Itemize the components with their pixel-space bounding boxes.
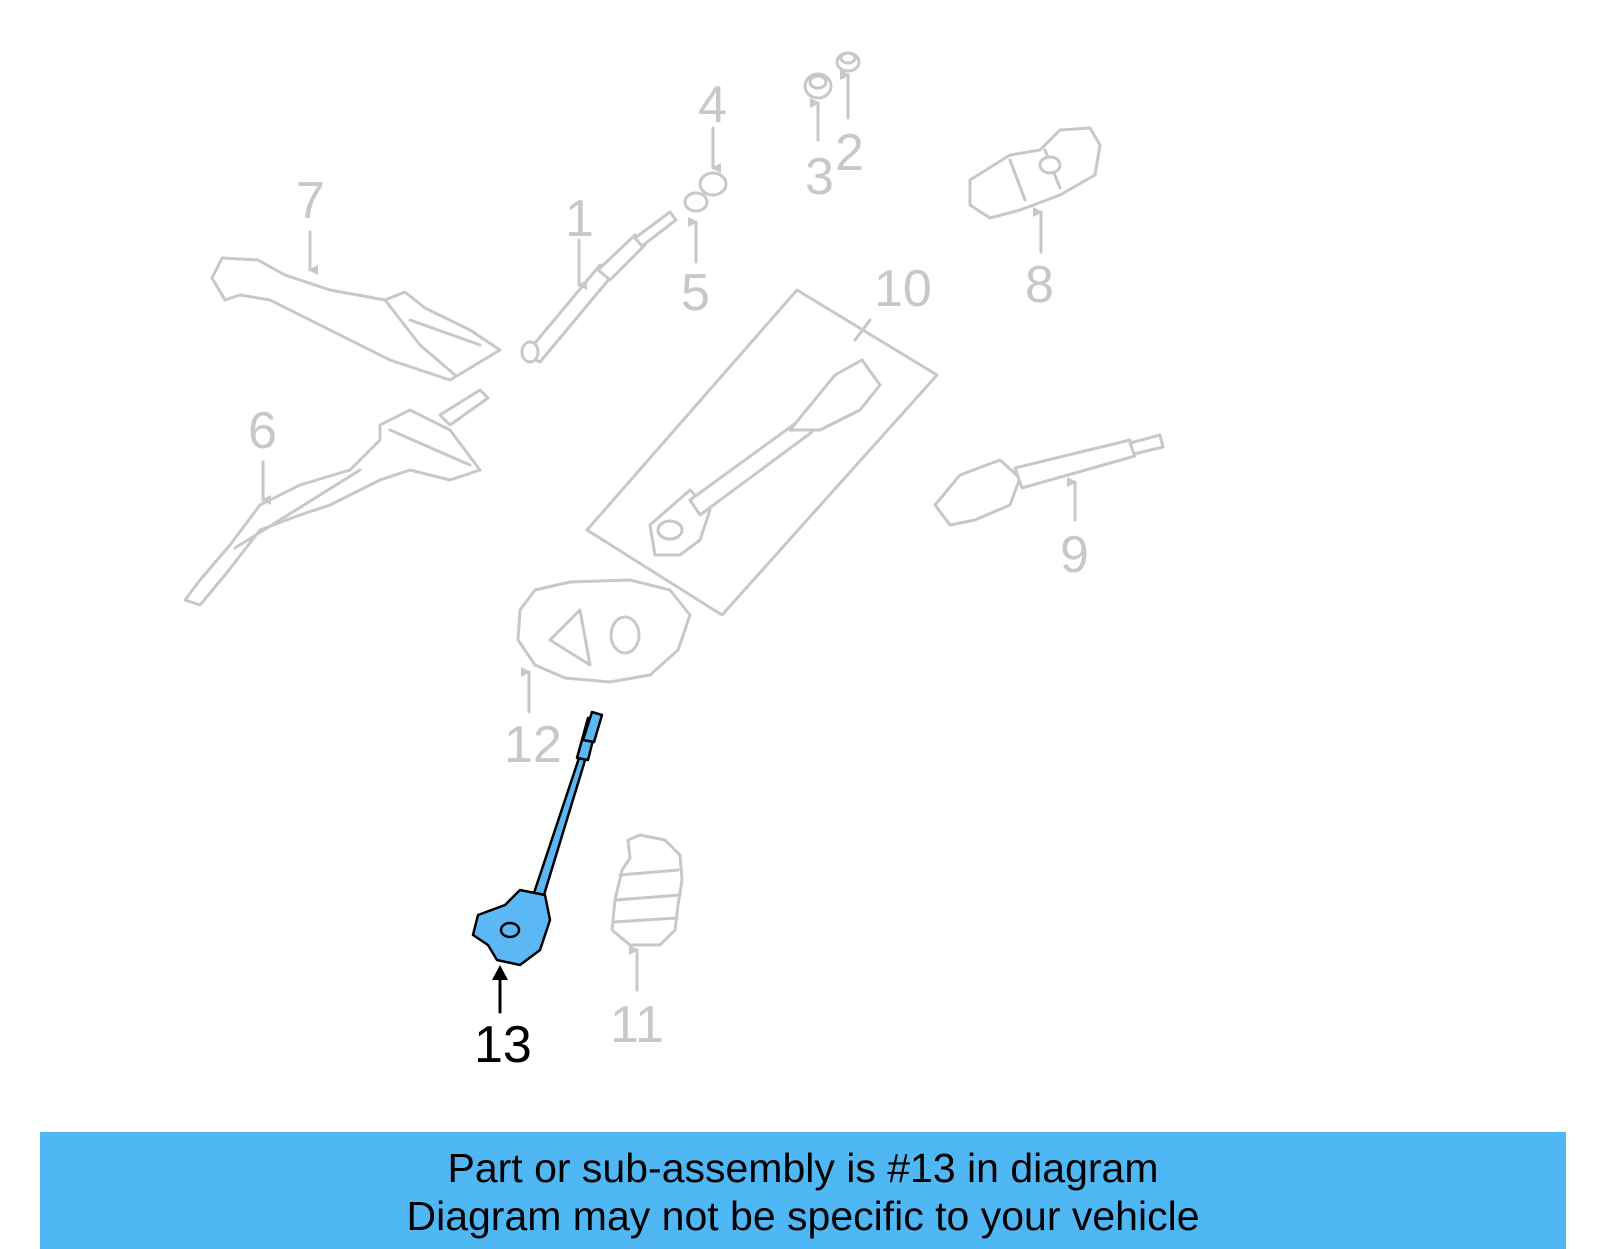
part-10-assembly	[585, 288, 939, 617]
callout-2: 2	[835, 124, 864, 182]
callout-11: 11	[610, 996, 664, 1054]
part-2-cap	[835, 51, 861, 73]
callout-arrows	[261, 70, 1077, 992]
callout-13-arrow	[492, 965, 508, 1014]
part-7-bracket	[210, 256, 502, 382]
callout-6: 6	[248, 402, 277, 460]
callout-3: 3	[805, 148, 834, 206]
part-1-shaft	[520, 210, 678, 364]
callout-1: 1	[565, 190, 594, 248]
banner-line-2: Diagram may not be specific to your vehi…	[406, 1193, 1200, 1239]
callout-4: 4	[698, 76, 727, 134]
callout-5: 5	[681, 264, 710, 322]
part-8-joint	[968, 126, 1102, 220]
part-4-nut	[698, 171, 728, 197]
callout-12: 12	[504, 716, 562, 774]
part-12-plate	[516, 578, 692, 684]
part-5-washer	[683, 191, 709, 213]
callout-8: 8	[1025, 256, 1054, 314]
part-13-intermediate-shaft[interactable]	[471, 710, 604, 967]
callout-13: 13	[474, 1016, 532, 1074]
part-9-column	[933, 433, 1165, 527]
part-6-bracket	[183, 388, 490, 607]
part-11-boot	[610, 833, 684, 947]
info-banner: Part or sub-assembly is #13 in diagram D…	[40, 1132, 1566, 1249]
callout-10: 10	[874, 260, 932, 318]
part-3-cap	[803, 72, 833, 100]
callout-9: 9	[1060, 526, 1089, 584]
callout-7: 7	[296, 172, 325, 230]
banner-line-1: Part or sub-assembly is #13 in diagram	[447, 1145, 1159, 1191]
